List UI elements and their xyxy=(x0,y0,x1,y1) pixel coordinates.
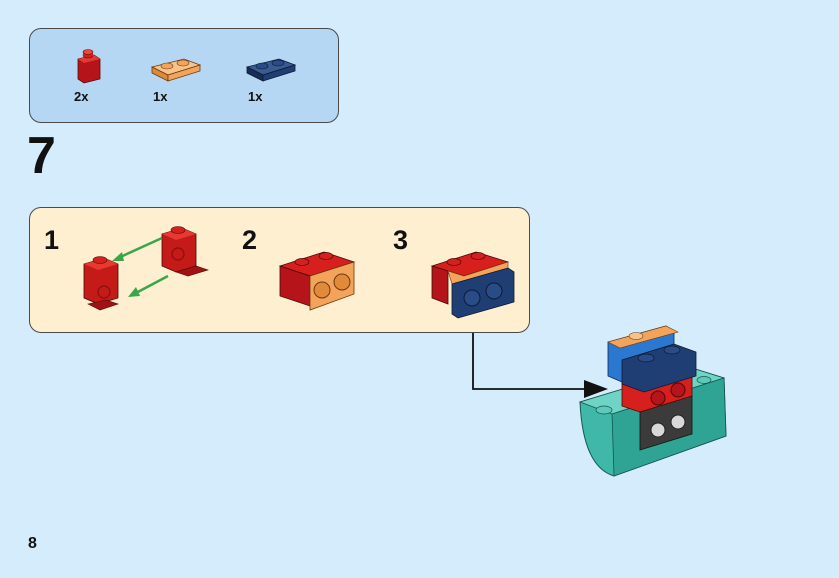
page-number: 8 xyxy=(28,535,37,552)
substep-1-illustration xyxy=(83,226,209,311)
qty-orange-plate: 1x xyxy=(153,89,168,104)
green-arrow-lower-icon xyxy=(128,274,169,297)
red-bracket-back xyxy=(161,226,209,277)
green-arrow-upper-icon xyxy=(112,236,163,261)
substep-number-2: 2 xyxy=(242,225,258,255)
parts-list-box: 2x 1x 1x xyxy=(29,28,339,123)
substep-2-illustration xyxy=(278,251,356,311)
substep-number-3: 3 xyxy=(393,225,409,255)
red-bracket-part-icon xyxy=(77,49,101,84)
substep-3-illustration xyxy=(430,251,515,319)
model-assembly-illustration xyxy=(578,325,727,477)
step-number: 7 xyxy=(27,127,56,185)
dark-blue-plate-part-icon xyxy=(245,58,297,82)
red-bracket-front xyxy=(83,256,119,311)
substep-number-1: 1 xyxy=(44,225,60,255)
substep-box: 1 2 3 xyxy=(29,207,530,333)
qty-red-bracket: 2x xyxy=(74,89,89,104)
orange-plate-part-icon xyxy=(150,58,202,82)
qty-dark-blue-plate: 1x xyxy=(248,89,263,104)
